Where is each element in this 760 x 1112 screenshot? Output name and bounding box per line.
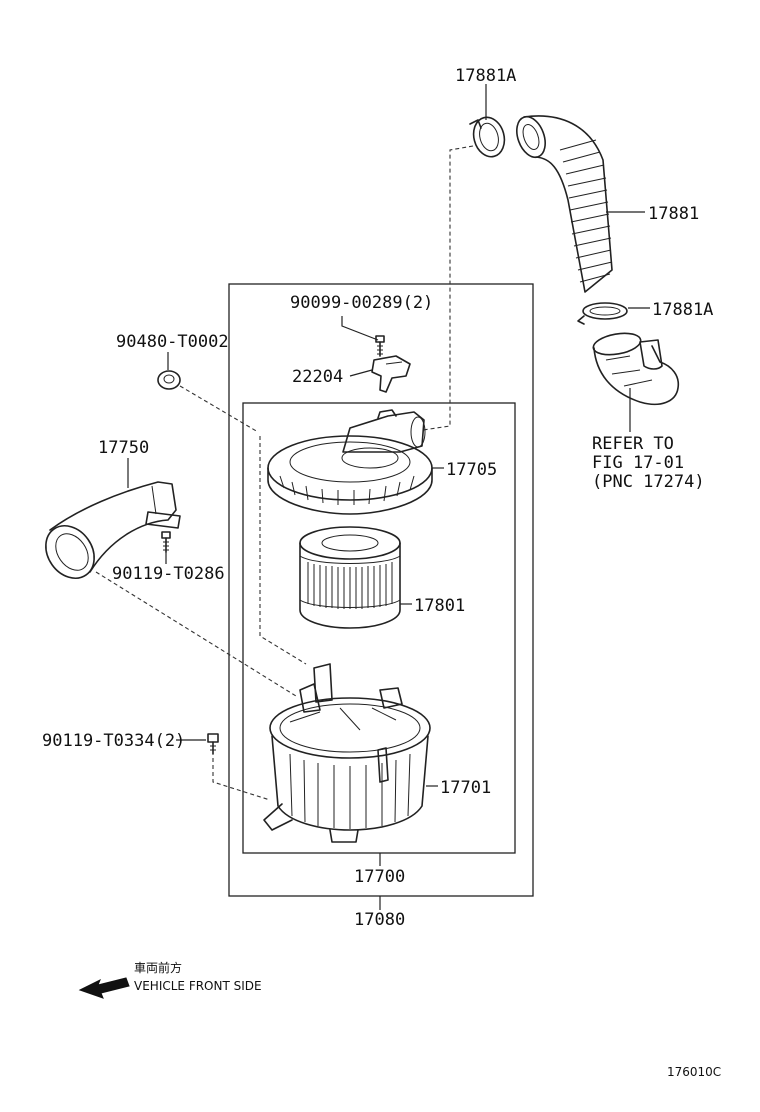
filter-element-17801	[299, 526, 401, 629]
callout-17700: 17700	[354, 867, 405, 887]
callout-17705: 17705	[446, 460, 497, 480]
callout-17080: 17080	[354, 910, 405, 930]
callout-17881: 17881	[648, 204, 699, 224]
intake-hose-17881	[516, 115, 613, 293]
callout-17881A-top: 17881A	[455, 66, 516, 86]
callout-90119-T0334: 90119-T0334(2)	[42, 731, 185, 751]
callout-90119-T0286: 90119-T0286	[112, 564, 225, 584]
bolt-90099	[375, 335, 385, 357]
vehicle-front-arrow-icon	[78, 977, 130, 999]
dash-cap-to-case	[259, 436, 307, 665]
bolt-90119-T0286	[161, 531, 171, 553]
air-cleaner-case-17701	[263, 663, 431, 843]
hose-clamp-17881A-bottom	[577, 302, 628, 325]
dash-hose-to-cap	[422, 145, 474, 431]
callout-17701: 17701	[440, 778, 491, 798]
inlet-duct-17750	[45, 481, 181, 579]
direction-english: VEHICLE FRONT SIDE	[134, 979, 262, 993]
air-flow-sensor-22204	[371, 355, 411, 393]
grommet-90480	[157, 370, 181, 390]
assembly-box-17080	[228, 283, 534, 897]
direction-japanese: 車両前方	[134, 960, 182, 975]
dash-grommet-to-cap	[179, 385, 259, 433]
callout-17801: 17801	[414, 596, 465, 616]
air-cleaner-cap-17705	[267, 409, 433, 515]
leader-lines	[127, 84, 650, 910]
dash-duct-to-case	[95, 571, 297, 697]
callout-17750: 17750	[98, 438, 149, 458]
refer-note-line2: FIG 17-01	[592, 453, 684, 473]
refer-note-line3: (PNC 17274)	[592, 472, 705, 492]
reference-duct-17274	[592, 332, 680, 406]
refer-note-line1: REFER TO	[592, 434, 674, 454]
bolt-90119-T0334	[207, 733, 219, 755]
callout-90099: 90099-00289(2)	[290, 293, 433, 313]
callout-22204: 22204	[292, 367, 343, 387]
callout-90480: 90480-T0002	[116, 332, 229, 352]
callout-17881A-bottom: 17881A	[652, 300, 713, 320]
hose-clamp-17881A-top	[469, 116, 506, 158]
assembly-box-17700	[242, 402, 516, 854]
dash-bolt-to-case	[212, 758, 271, 801]
figure-id: 176010C	[667, 1065, 721, 1079]
